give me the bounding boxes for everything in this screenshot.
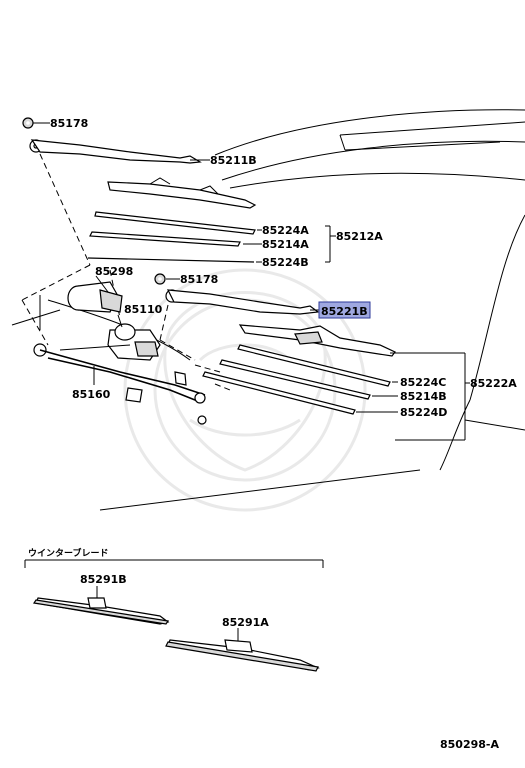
label-85224A-top: 85224A xyxy=(262,224,309,237)
label-85178-mid: 85178 xyxy=(180,273,218,286)
label-85212A: 85212A xyxy=(336,230,383,243)
wiper-blade-85222A xyxy=(202,324,398,415)
label-85178-top: 85178 xyxy=(50,117,88,130)
nut-85178-top xyxy=(22,117,34,129)
vehicle-body-outline xyxy=(11,109,525,511)
label-85221B: 85221B xyxy=(321,305,368,318)
winter-blade-85291B xyxy=(32,586,170,625)
nut-85178-mid xyxy=(154,273,166,285)
label-85214A: 85214A xyxy=(262,238,309,251)
label-85222A: 85222A xyxy=(470,377,517,390)
label-85211B: 85211B xyxy=(210,154,257,167)
label-85214B: 85214B xyxy=(400,390,447,403)
wiper-blade-85212A xyxy=(87,177,262,263)
wiper-arm-85221B xyxy=(165,289,320,315)
wiper-link-85160 xyxy=(33,343,207,425)
label-85298: 85298 xyxy=(95,265,133,278)
label-85160: 85160 xyxy=(72,388,111,401)
wiper-arm-85211B xyxy=(29,139,210,164)
figure-id: 850298-A xyxy=(440,738,499,751)
winter-blade-section xyxy=(24,559,324,568)
label-85110: 85110 xyxy=(124,303,163,316)
label-85291B: 85291B xyxy=(80,573,127,586)
label-85224B: 85224B xyxy=(262,256,309,269)
label-winter-blade: ウインターブレード xyxy=(28,547,108,559)
highlight-box-85221B xyxy=(318,301,371,319)
label-85291A: 85291A xyxy=(222,616,269,629)
label-85224C: 85224C xyxy=(400,376,446,389)
winter-blade-85291A xyxy=(165,628,320,672)
label-85224D: 85224D xyxy=(400,406,447,419)
wiper-motor-85110 xyxy=(67,281,161,361)
